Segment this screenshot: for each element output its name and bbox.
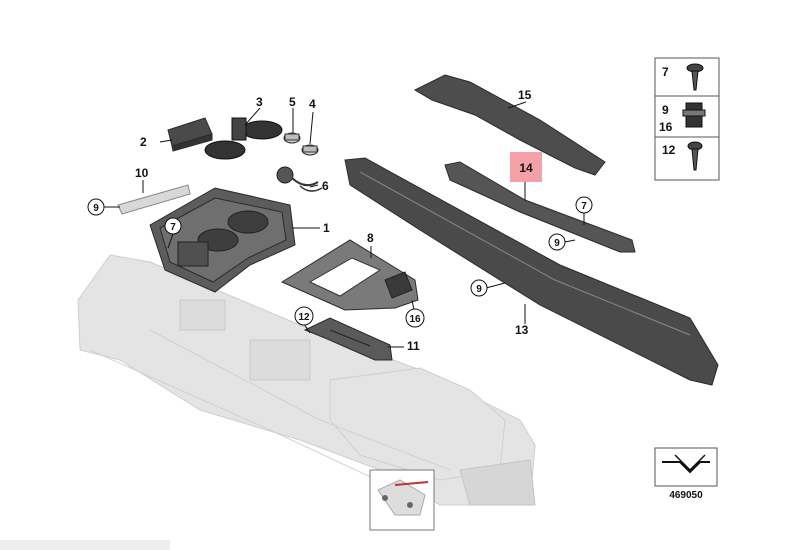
part-11-bracket	[303, 317, 393, 361]
callout-13: 13	[515, 323, 529, 337]
callout-3: 3	[256, 95, 263, 109]
callout-16: 16	[405, 308, 425, 328]
callout-15: 15	[518, 88, 532, 102]
part-1-cupholder-housing	[149, 187, 296, 293]
part-14-trim-strip	[444, 161, 636, 253]
bottom-tab	[0, 540, 170, 550]
callout-4: 4	[309, 97, 316, 111]
svg-text:9: 9	[476, 284, 482, 295]
callout-9-left: 9	[87, 198, 105, 216]
svg-text:12: 12	[298, 312, 310, 323]
legend-7: 7	[662, 65, 669, 79]
callout-8: 8	[367, 231, 374, 245]
part-3-cup-inserts	[204, 117, 283, 160]
callout-7-right: 7	[575, 196, 593, 214]
diagram-number: 469050	[669, 490, 703, 501]
legend-12: 12	[662, 143, 676, 157]
part-10-trim-strip	[117, 184, 191, 215]
screw-icon	[687, 141, 703, 171]
leader-lines	[104, 101, 585, 348]
callout-1: 1	[323, 221, 330, 235]
part-5-clip	[283, 132, 301, 144]
callout-labels: 2 3 5 4 6 10 1 8 11 13 15 9 7 16 12 9	[87, 88, 593, 353]
legend-16: 16	[659, 120, 673, 134]
diagram-symbol	[654, 447, 718, 487]
overview-thumbnail	[369, 469, 435, 531]
part-4-clip	[301, 144, 319, 156]
part-6-socket	[276, 166, 323, 192]
center-console-ghost	[77, 254, 536, 506]
part-8-shifter-bezel	[280, 239, 419, 311]
svg-text:7: 7	[581, 201, 587, 212]
callout-9-center: 9	[470, 279, 488, 297]
svg-text:9: 9	[554, 238, 560, 249]
svg-text:16: 16	[409, 314, 421, 325]
callout-2: 2	[140, 135, 147, 149]
callout-7-left: 7	[164, 217, 182, 235]
part-13-long-trim	[344, 157, 719, 386]
svg-text:7: 7	[170, 222, 176, 233]
callout-12: 12	[294, 306, 314, 326]
callout-11: 11	[407, 339, 420, 353]
part-2-tray	[167, 117, 213, 152]
screw-icon	[686, 63, 704, 91]
callout-9-right: 9	[548, 233, 566, 251]
part-15-upper-trim	[413, 74, 606, 176]
clip-nut-icon	[682, 102, 706, 128]
callout-14-highlight: 14	[510, 152, 542, 182]
callout-6: 6	[322, 179, 329, 193]
fastener-legend: 7 9 16 12	[654, 57, 720, 181]
svg-text:14: 14	[519, 161, 533, 175]
callout-5: 5	[289, 95, 296, 109]
callout-10: 10	[135, 166, 149, 180]
legend-9: 9	[662, 103, 669, 117]
svg-text:9: 9	[93, 203, 99, 214]
